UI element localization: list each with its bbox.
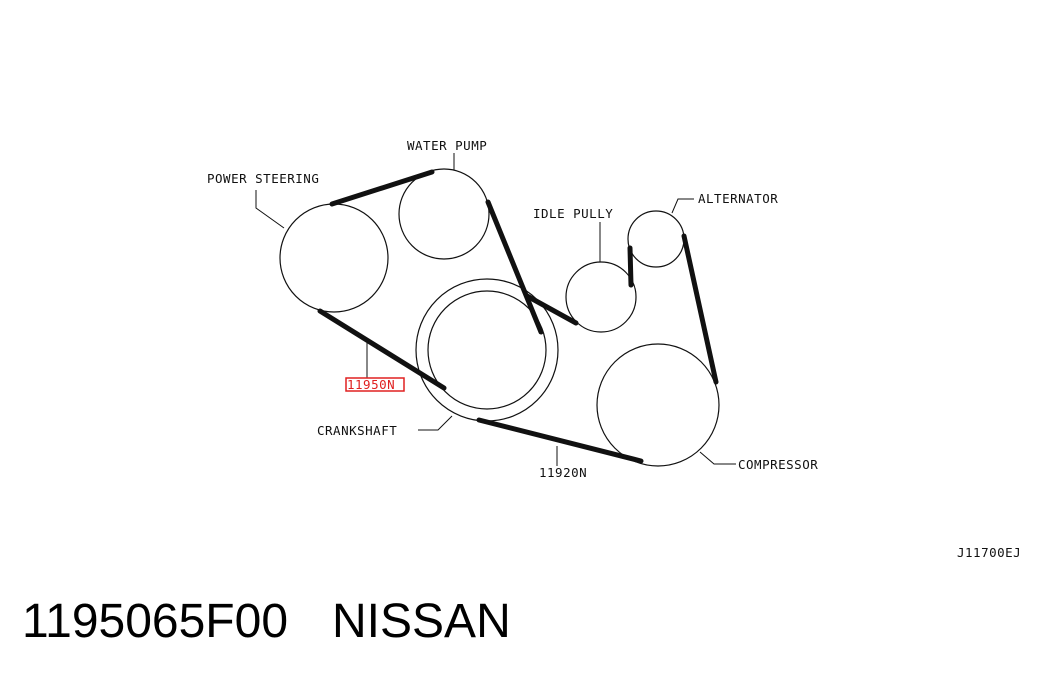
belt-11950n-crank-idle [524,293,579,326]
label-power-steering: POWER STEERING [207,171,319,186]
water-pump-pulley [398,168,490,260]
crankshaft-pulley-inner [427,290,547,410]
belt-11920n-idle-alt [627,245,634,288]
label-11920n: 11920N [539,465,587,480]
belt-11950n-ps-wp [329,169,435,207]
label-water-pump: WATER PUMP [407,138,487,153]
leader-alternator [671,198,694,214]
belt-11920n-crank-comp [476,417,644,464]
label-compressor: COMPRESSOR [738,457,818,472]
label-crankshaft: CRANKSHAFT [317,423,397,438]
power-steering-pulley [279,203,389,313]
drawing-code: J11700EJ [957,545,1021,560]
label-alternator: ALTERNATOR [698,191,778,206]
label-11950n[interactable]: 11950N [347,377,395,392]
belt-11920n-alt-comp [681,233,719,385]
leader-compressor [699,451,736,465]
idle-pulley [565,261,637,333]
leader-power-steering [255,190,285,229]
leader-crankshaft [418,415,453,431]
highlight-box-11950n[interactable] [345,377,405,392]
part-caption: 1195065F00 NISSAN [22,598,511,646]
compressor-pulley [596,343,720,467]
alternator-pulley [627,210,685,268]
belt-11950n-ps-crank [317,308,447,391]
label-idle-pully: IDLE PULLY [533,206,613,221]
brand-name: NISSAN [332,595,511,648]
part-number: 1195065F00 [22,595,289,648]
belt-11950n-wp-crank [485,199,544,335]
